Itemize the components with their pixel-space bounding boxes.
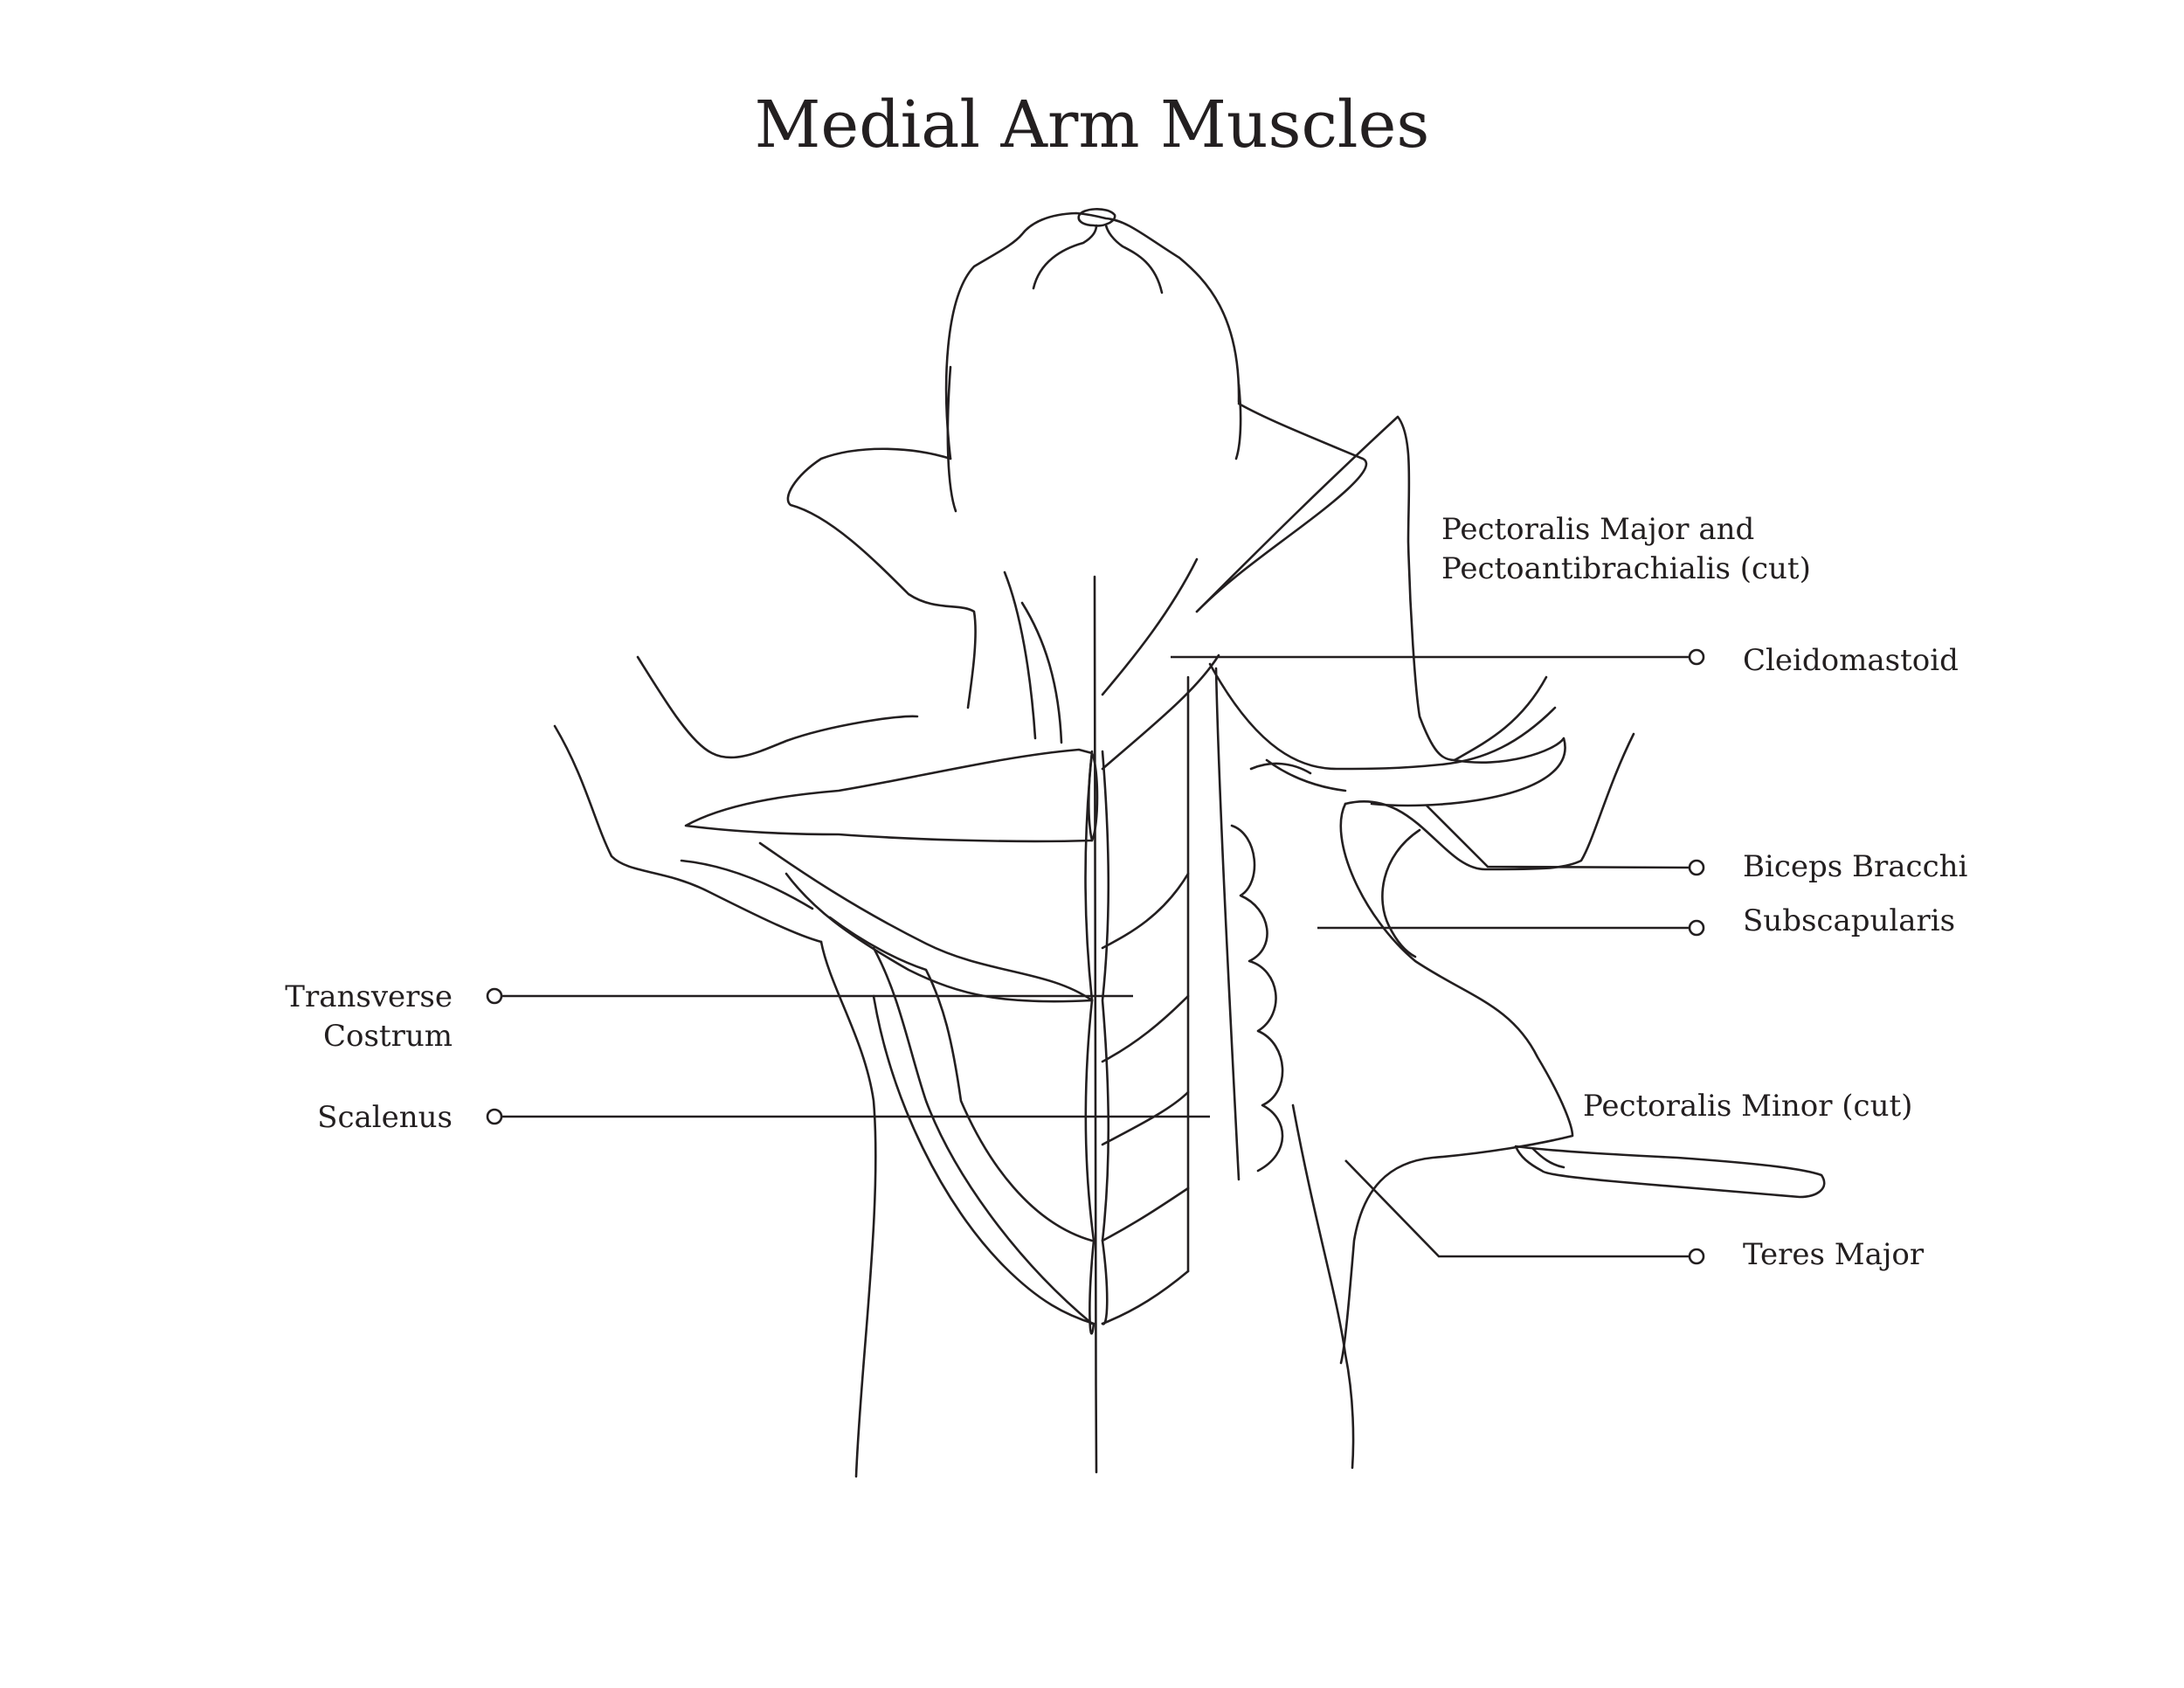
pointer-subscapularis <box>1688 919 1705 937</box>
left-arm-line-3 <box>680 859 814 910</box>
label-cleidomastoid: Cleidomastoid <box>1743 643 1959 678</box>
pointer-teres-major <box>1688 1248 1705 1265</box>
pointer-scalenus <box>486 1108 503 1125</box>
scalenus-band-right <box>1214 667 1241 1181</box>
pectoralis-minor-strip <box>1514 1145 1826 1199</box>
sternum-left <box>1084 750 1095 1335</box>
label-transverse-line1: Transverse <box>285 979 453 1014</box>
right-arm-lower <box>1339 802 1574 1365</box>
torso-right-outline <box>1291 1103 1355 1470</box>
diagram-title: Medial Arm Muscles <box>755 87 1430 163</box>
left-arm-line-1 <box>636 655 919 759</box>
right-arm-outer <box>1344 732 1635 871</box>
subscapularis-curve <box>1381 828 1421 958</box>
right-flap <box>1195 402 1368 613</box>
left-arm-line-2 <box>553 724 823 944</box>
pointer-biceps <box>1688 859 1705 876</box>
pointer-cleidomastoid <box>1688 648 1705 666</box>
label-biceps: Biceps Bracchi <box>1743 849 1968 884</box>
label-pectoralis-major-line2: Pectoantibrachialis (cut) <box>1441 551 1811 586</box>
serratus-bumps <box>1230 824 1284 1173</box>
pectoralis-minor-strip-inner <box>1531 1147 1565 1169</box>
pectoral-flap-right-inner <box>1208 662 1557 771</box>
head-right-edge <box>1234 383 1242 460</box>
transverse-costrum-wedge <box>684 748 1094 843</box>
snout-left <box>1032 224 1098 290</box>
label-teres-major: Teres Major <box>1743 1237 1925 1272</box>
nose-pad <box>1077 208 1116 227</box>
rib-3 <box>1101 1090 1190 1146</box>
label-scalenus: Scalenus <box>317 1100 453 1135</box>
leader-lines <box>486 648 1705 1265</box>
left-flap <box>786 447 977 709</box>
rib-4 <box>1101 1186 1190 1242</box>
labels: Pectoralis Major and Pectoantibrachialis… <box>285 512 1967 1272</box>
torso-left-outline <box>819 940 877 1478</box>
pointer-transverse-costrum <box>486 987 503 1005</box>
abdomen-right <box>1101 1269 1190 1325</box>
label-transverse-line2: Costrum <box>323 1019 453 1054</box>
neck-line-left-1 <box>1003 571 1037 740</box>
abdomen-left <box>872 994 1095 1325</box>
label-pectoralis-minor: Pectoralis Minor (cut) <box>1583 1089 1912 1124</box>
snout-right <box>1104 224 1164 294</box>
pectoral-flap-right <box>1195 415 1548 762</box>
left-pec-line-2 <box>784 872 1094 1003</box>
biceps-inner-2 <box>1249 762 1312 775</box>
left-pec-line-1 <box>758 841 1094 1002</box>
label-subscapularis: Subscapularis <box>1743 903 1955 938</box>
rib-1 <box>1101 872 1190 950</box>
neck-line-right-1 <box>1101 557 1199 696</box>
body-midline <box>1093 575 1098 1474</box>
left-pec-line-4 <box>872 946 1094 1325</box>
leader-teres-major <box>1344 1159 1690 1258</box>
neck-line-right-2 <box>1101 654 1220 771</box>
head-outline <box>944 211 1241 460</box>
right-arm-upper <box>1370 737 1566 807</box>
rib-2 <box>1101 994 1190 1063</box>
sternum-right <box>1101 750 1110 1325</box>
label-pectoralis-major-line1: Pectoralis Major and <box>1441 512 1754 547</box>
leader-biceps <box>1426 805 1691 869</box>
left-pec-line-3 <box>828 916 1094 1242</box>
neck-line-left-2 <box>1020 601 1063 744</box>
anatomy-illustration <box>553 208 1826 1478</box>
